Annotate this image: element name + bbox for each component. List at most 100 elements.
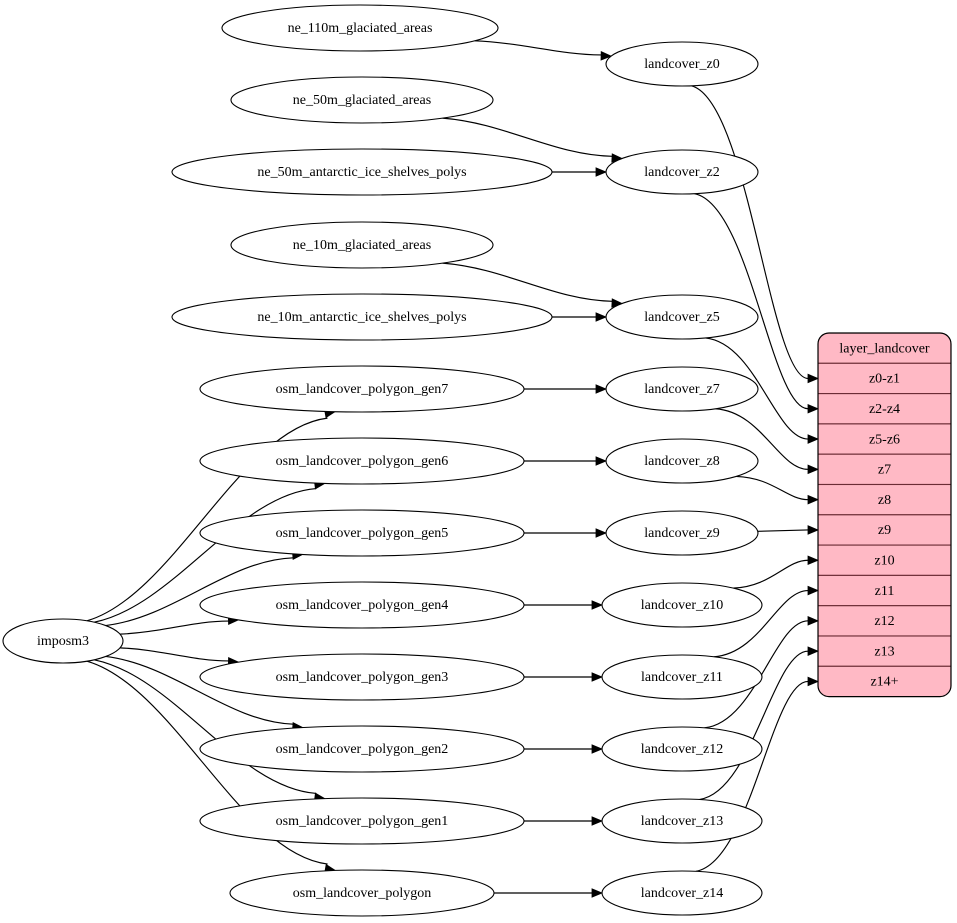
edge-arrowhead — [807, 525, 820, 535]
source-node-osm_landcover_polygon_gen3[interactable]: osm_landcover_polygon_gen3 — [199, 653, 525, 701]
source-node-osm_landcover_polygon_gen6[interactable]: osm_landcover_polygon_gen6 — [199, 437, 525, 485]
edge-landcover_z12-to-layer_landcover_z12 — [704, 620, 809, 729]
edge-ne_50m_glaciated_areas-to-landcover_z2 — [442, 117, 613, 157]
table-row-label: z13 — [874, 644, 894, 659]
node-label: landcover_z8 — [644, 454, 719, 469]
source-node-osm_landcover_polygon[interactable]: osm_landcover_polygon — [229, 869, 495, 917]
node-label: imposm3 — [37, 634, 89, 649]
edge-landcover_z0-to-layer_landcover_z0-z1 — [691, 85, 809, 380]
node-ellipse — [199, 509, 525, 557]
node-ellipse — [605, 438, 759, 484]
source-node-ne_50m_antarctic_ice_shelves_polys[interactable]: ne_50m_antarctic_ice_shelves_polys — [171, 148, 553, 196]
table-row[interactable] — [818, 362, 951, 395]
node-label: osm_landcover_polygon_gen4 — [276, 598, 449, 613]
node-label: osm_landcover_polygon — [293, 886, 431, 901]
layer-node-landcover_z13[interactable]: landcover_z13 — [601, 798, 763, 844]
table-row-label: z7 — [878, 463, 891, 478]
layer-node-landcover_z14[interactable]: landcover_z14 — [601, 870, 763, 916]
nodes-layer: imposm3 ne_110m_glaciated_areas ne_50m_gla… — [2, 4, 763, 917]
table-row[interactable] — [818, 514, 951, 546]
edge-imposm3-to-osm_landcover_polygon_gen1 — [94, 659, 317, 795]
edge-arrowhead — [807, 585, 820, 596]
edge-imposm3-to-osm_landcover_polygon_gen4 — [119, 620, 229, 635]
table-row[interactable] — [818, 605, 951, 637]
source-node-ne_10m_antarctic_ice_shelves_polys[interactable]: ne_10m_antarctic_ice_shelves_polys — [171, 293, 553, 341]
edge-arrowhead — [591, 816, 604, 826]
node-label: osm_landcover_polygon_gen3 — [276, 670, 449, 685]
edge-landcover_z13-to-layer_landcover_z13 — [699, 650, 809, 801]
edge-arrowhead — [591, 600, 604, 610]
layer-table-cells: layer_landcoverz0-z1z2-z4z5-z6z7z8z9z10z… — [818, 333, 951, 697]
edges-layer — [86, 40, 820, 898]
source-node-osm_landcover_polygon_gen2[interactable]: osm_landcover_polygon_gen2 — [199, 725, 525, 773]
table-row-label: z14+ — [870, 675, 898, 690]
node-label: osm_landcover_polygon_gen1 — [276, 814, 449, 829]
source-node-ne_110m_glaciated_areas[interactable]: ne_110m_glaciated_areas — [221, 4, 499, 52]
source-node-ne_10m_glaciated_areas[interactable]: ne_10m_glaciated_areas — [230, 221, 494, 269]
source-node-osm_landcover_polygon_gen1[interactable]: osm_landcover_polygon_gen1 — [199, 797, 525, 845]
edge-arrowhead — [595, 312, 608, 322]
node-ellipse — [230, 221, 494, 269]
edge-arrowhead — [591, 888, 604, 898]
edge-landcover_z9-to-layer_landcover_z9 — [757, 529, 809, 532]
node-ellipse — [605, 294, 759, 340]
edge-arrowhead — [595, 456, 608, 466]
node-label: ne_50m_antarctic_ice_shelves_polys — [257, 165, 466, 180]
edge-arrowhead — [807, 434, 820, 444]
edge-arrowhead — [600, 51, 613, 61]
node-label: landcover_z9 — [644, 526, 719, 541]
layer-node-landcover_z5[interactable]: landcover_z5 — [605, 294, 759, 340]
root-node-imposm3[interactable]: imposm3 — [2, 618, 124, 664]
layer-node-landcover_z2[interactable]: landcover_z2 — [605, 149, 759, 195]
table-row-label: z8 — [878, 493, 891, 508]
node-label: landcover_z7 — [644, 382, 719, 397]
node-ellipse — [171, 293, 553, 341]
node-label: ne_10m_glaciated_areas — [293, 238, 431, 253]
source-node-osm_landcover_polygon_gen7[interactable]: osm_landcover_polygon_gen7 — [199, 365, 525, 413]
table-row-label: z9 — [878, 523, 891, 538]
source-node-osm_landcover_polygon_gen5[interactable]: osm_landcover_polygon_gen5 — [199, 509, 525, 557]
node-ellipse — [199, 581, 525, 629]
node-ellipse — [199, 437, 525, 485]
node-ellipse — [601, 798, 763, 844]
node-label: landcover_z2 — [644, 165, 719, 180]
table-row[interactable] — [818, 544, 951, 576]
table-row[interactable] — [818, 393, 951, 425]
node-label: ne_50m_glaciated_areas — [293, 93, 431, 108]
node-label: ne_10m_antarctic_ice_shelves_polys — [257, 310, 466, 325]
layer-node-landcover_z11[interactable]: landcover_z11 — [601, 654, 763, 700]
node-label: osm_landcover_polygon_gen2 — [276, 742, 449, 757]
table-row-label: z5-z6 — [869, 432, 900, 447]
layer-node-landcover_z0[interactable]: landcover_z0 — [605, 41, 759, 87]
edge-imposm3-to-osm_landcover_polygon_gen6 — [94, 487, 317, 623]
node-ellipse — [601, 870, 763, 916]
node-ellipse — [605, 41, 759, 87]
edge-arrowhead — [595, 384, 608, 394]
layer-node-landcover_z7[interactable]: landcover_z7 — [605, 366, 759, 412]
edge-imposm3-to-osm_landcover_polygon_gen2 — [105, 655, 294, 725]
source-node-osm_landcover_polygon_gen4[interactable]: osm_landcover_polygon_gen4 — [199, 581, 525, 629]
table-row[interactable] — [818, 483, 951, 516]
edge-arrowhead — [591, 672, 604, 682]
layer-node-landcover_z10[interactable]: landcover_z10 — [601, 582, 763, 628]
node-label: landcover_z13 — [641, 814, 723, 829]
node-label: landcover_z12 — [641, 742, 723, 757]
node-ellipse — [199, 365, 525, 413]
edge-arrowhead — [807, 555, 820, 566]
edge-landcover_z2-to-layer_landcover_z2-z4 — [694, 193, 809, 410]
node-ellipse — [2, 618, 124, 664]
table-row[interactable] — [818, 635, 951, 667]
table-row-label: z2-z4 — [869, 402, 900, 417]
layer-node-landcover_z9[interactable]: landcover_z9 — [605, 510, 759, 556]
layer-landcover-table[interactable]: layer_landcoverz0-z1z2-z4z5-z6z7z8z9z10z… — [817, 332, 952, 698]
node-label: landcover_z11 — [641, 670, 723, 685]
node-ellipse — [601, 582, 763, 628]
edge-imposm3-to-osm_landcover_polygon_gen5 — [105, 557, 294, 627]
edge-landcover_z5-to-layer_landcover_z5-z6 — [705, 337, 809, 440]
layer-node-landcover_z12[interactable]: landcover_z12 — [601, 726, 763, 772]
node-label: osm_landcover_polygon_gen6 — [276, 454, 449, 469]
node-ellipse — [601, 654, 763, 700]
layer-node-landcover_z8[interactable]: landcover_z8 — [605, 438, 759, 484]
source-node-ne_50m_glaciated_areas[interactable]: ne_50m_glaciated_areas — [230, 76, 494, 124]
